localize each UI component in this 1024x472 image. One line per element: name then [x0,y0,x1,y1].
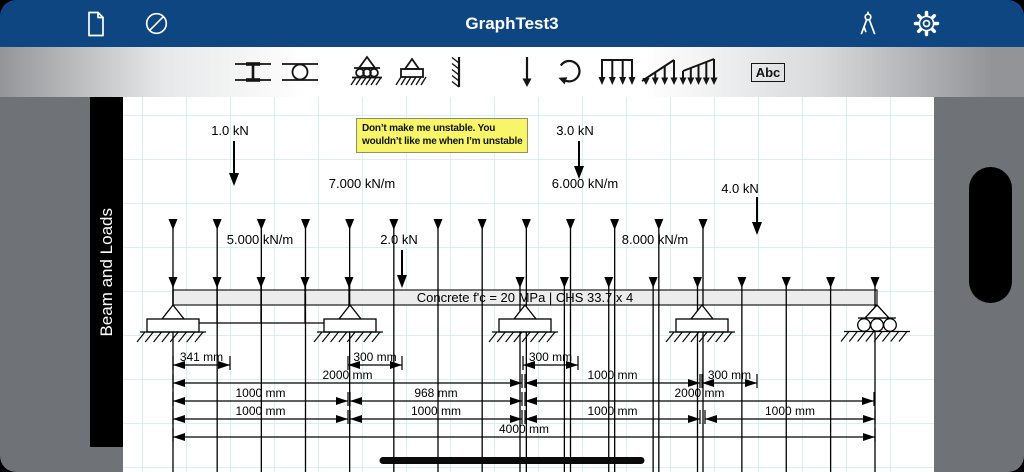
udl-label-2[interactable]: 6.000 kN/m [552,176,618,191]
dimension-label: 1000 mm [587,404,637,418]
trapezoidal-load-tool[interactable] [678,52,718,92]
point-load-label-3[interactable]: 2.0 kN [380,232,418,247]
navbar: GraphTest3 [0,0,1024,47]
right-gutter [934,97,1024,472]
support-pin-4[interactable] [665,303,735,343]
support-pin-3[interactable] [488,303,558,343]
point-load-tool[interactable] [507,52,547,92]
internal-hinge-icon [282,63,318,81]
measurement-tools-button[interactable] [850,6,886,42]
point-load-label-2[interactable]: 3.0 kN [556,123,594,138]
erase-all-button[interactable] [138,6,174,42]
gear-icon [913,10,939,37]
document-icon [88,11,104,36]
point-load-4[interactable] [752,197,762,235]
fixed-support-icon [451,56,461,88]
dimension-label: 2000 mm [322,368,372,382]
point-load-label-4[interactable]: 4.0 kN [721,181,759,196]
abc-label: Abc [750,62,786,82]
sticky-note[interactable]: Don’t make me unstable. You wouldn’t lik… [356,118,529,153]
home-indicator-bar[interactable] [379,457,645,464]
settings-button[interactable] [908,6,944,42]
point-load-icon [522,57,532,87]
beam-diagram[interactable]: 341 mm 300 mm 300 mm 2000 mm 1000 mm 300 mm 10… [123,97,934,472]
results-panel-handle[interactable] [969,167,1012,303]
triangular-load-tool[interactable] [638,52,678,92]
dimension-row-2: 2000 mm 1000 mm 300 mm [172,368,758,388]
moment-icon [558,59,581,85]
sidebar-tab-column: Beam and Loads [90,97,123,472]
triangular-load-icon [641,59,678,85]
point-load-label-1[interactable]: 1.0 kN [211,123,249,138]
roller-support-tool[interactable] [347,52,387,92]
dimension-row-1: 341 mm 300 mm 300 mm [172,350,579,370]
text-annotation-tool[interactable]: Abc [748,52,788,92]
pin-support-icon [395,57,427,86]
slash-circle-icon [145,12,167,35]
fixed-support-tool[interactable] [435,52,475,92]
point-load-3[interactable] [397,250,407,288]
new-document-button[interactable] [78,6,114,42]
dimension-label: 1000 mm [235,404,285,418]
udl-label-4[interactable]: 8.000 kN/m [622,232,688,247]
moment-load-tool[interactable] [551,52,591,92]
trapezoidal-load-icon [679,58,718,85]
udl-5000[interactable] [168,277,354,324]
roller-support-icon [350,55,382,86]
udl-label-3[interactable]: 5.000 kN/m [227,232,293,247]
dimension-label: 1000 mm [411,404,461,418]
beam-and-loads-tab-label: Beam and Loads [96,207,116,337]
internal-hinge-tool[interactable] [280,52,320,92]
dimension-row-4: 1000 mm 1000 mm 1000 mm 1000 mm [172,404,876,424]
sticky-note-line2: wouldn’t like me when I’m unstable [362,136,523,147]
point-load-2[interactable] [574,141,584,179]
dimension-label: 1000 mm [587,368,637,382]
uniform-load-tool[interactable] [597,52,637,92]
beam-and-loads-tab[interactable]: Beam and Loads [90,97,123,447]
dimension-label: 1000 mm [765,404,815,418]
support-pin-1[interactable] [136,303,206,343]
drafting-compass-icon [860,10,876,34]
beam-section-label[interactable]: Concrete f'c = 20 MPa | CHS 33.7 x 4 [417,290,634,305]
uniform-load-icon [598,59,636,85]
support-roller-5[interactable] [840,304,910,342]
dimension-label: 341 mm [180,350,223,364]
dimension-label: 2000 mm [674,386,724,400]
toolbar: Abc [0,47,1024,97]
dimension-label: 968 mm [414,386,457,400]
udl-7000[interactable] [168,219,708,472]
dimension-label: 4000 mm [499,422,549,436]
dimension-label: 300 mm [708,368,751,382]
support-pin-2[interactable] [313,303,383,343]
dimension-row-5: 4000 mm [172,422,876,442]
beam-connection-icon [235,62,271,82]
dimension-label: 300 mm [353,350,396,364]
udl-label-1[interactable]: 7.000 kN/m [329,176,395,191]
point-load-1[interactable] [229,141,239,186]
beam-connection-tool[interactable] [233,52,273,92]
dimension-label: 300 mm [529,350,572,364]
udl-8000[interactable] [515,277,880,472]
beam-canvas[interactable]: 341 mm 300 mm 300 mm 2000 mm 1000 mm 300 mm 10… [123,97,934,472]
pin-support-tool[interactable] [392,52,432,92]
left-gutter [0,97,90,472]
dimension-label: 1000 mm [235,386,285,400]
dimension-row-3: 1000 mm 968 mm 2000 mm [172,386,875,406]
sticky-note-line1: Don’t make me unstable. You [362,123,496,134]
